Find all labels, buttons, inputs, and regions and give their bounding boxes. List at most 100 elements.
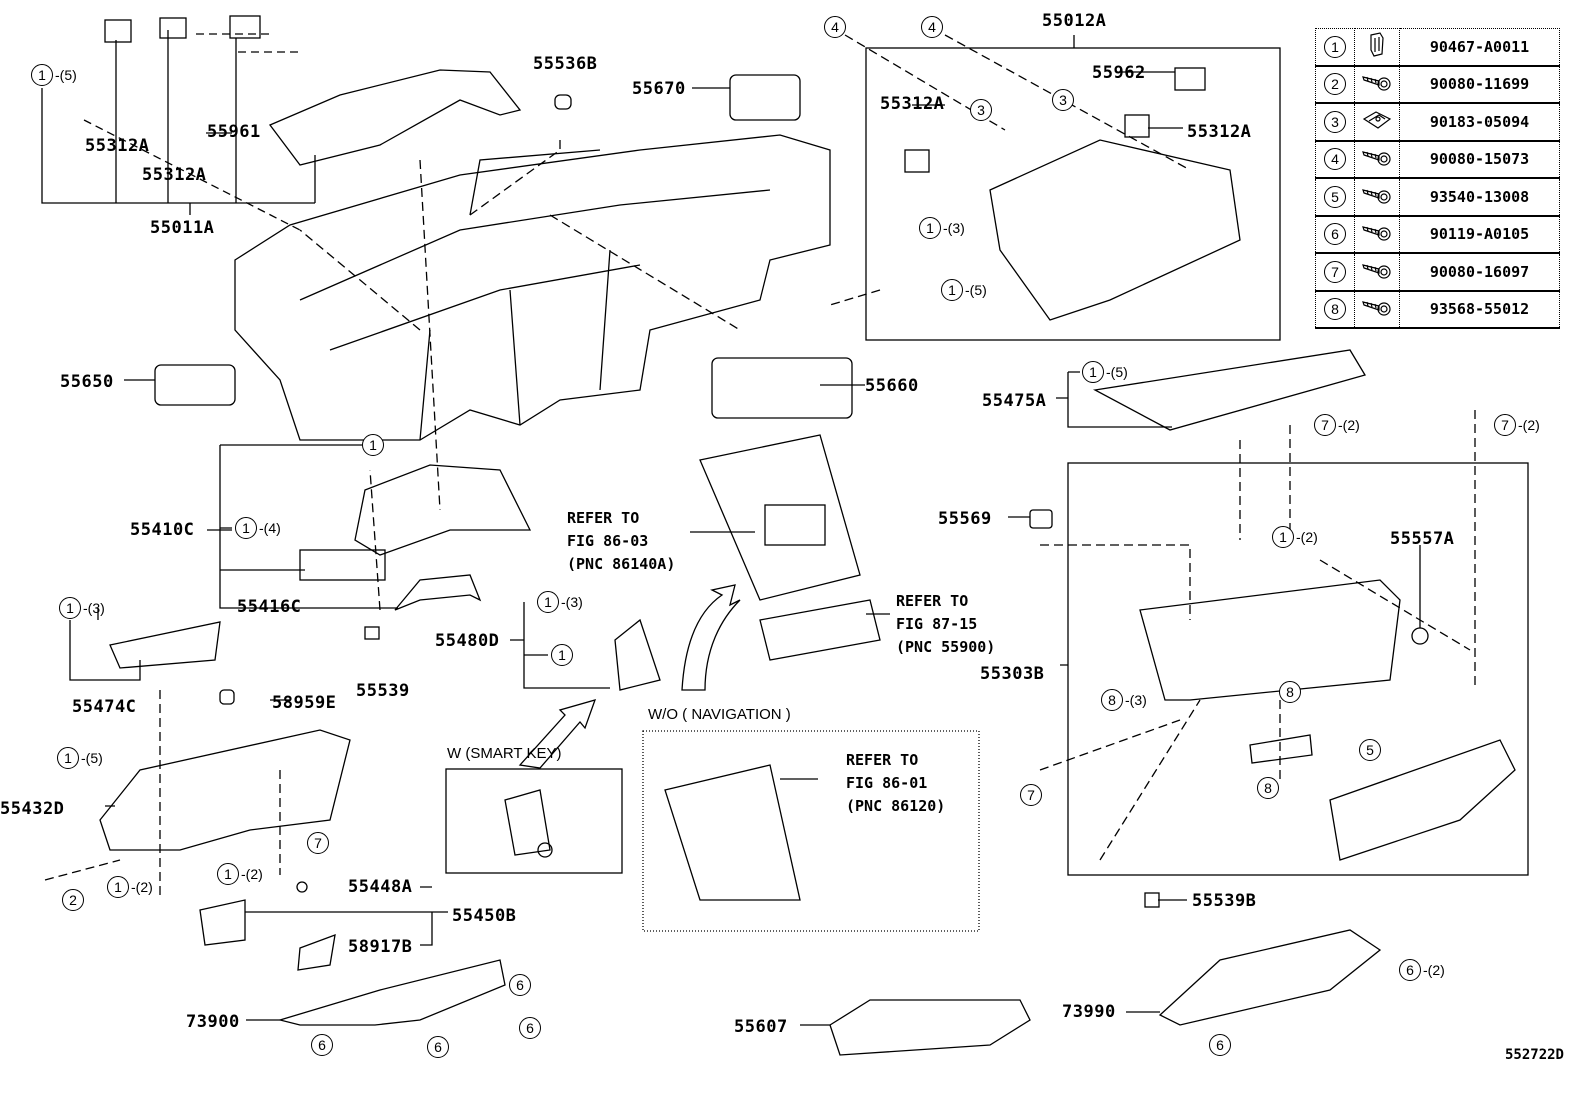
clip-icon bbox=[1354, 28, 1400, 66]
callout: 2 bbox=[62, 889, 86, 911]
refer-line: FIG 86-01 bbox=[846, 774, 928, 792]
part-label: 55450B bbox=[452, 906, 517, 926]
callout: 6-(2) bbox=[1399, 959, 1445, 981]
refer-line: REFER TO bbox=[846, 751, 919, 769]
callout-qty: -(2) bbox=[131, 879, 153, 895]
part-label: 55660 bbox=[865, 376, 919, 396]
without-navigation-box bbox=[642, 730, 980, 932]
callout-number: 7 bbox=[1020, 784, 1042, 806]
callout: 1-(3) bbox=[59, 597, 105, 619]
callout-qty: -(4) bbox=[259, 520, 281, 536]
fastener-number-cell: 2 bbox=[1315, 65, 1355, 104]
fastener-number: 7 bbox=[1324, 260, 1346, 283]
glovebox-panel-group-box bbox=[865, 47, 1281, 341]
callout-number: 1 bbox=[919, 217, 941, 239]
cluster-finish-panel bbox=[354, 464, 532, 556]
under-cover-55607 bbox=[829, 999, 1031, 1056]
bracket-55475A bbox=[1056, 371, 1172, 428]
part-label: 55410C bbox=[130, 520, 195, 540]
part-label: 55474C bbox=[72, 697, 137, 717]
callout: 8 bbox=[1257, 777, 1281, 799]
screw-icon bbox=[1354, 252, 1400, 291]
callout: 6 bbox=[311, 1034, 335, 1056]
callout: 1-(2) bbox=[217, 863, 263, 885]
part-label: 55569 bbox=[938, 509, 992, 529]
glovebox-door bbox=[1329, 739, 1516, 861]
part-label: 55539B bbox=[1192, 891, 1257, 911]
glovebox-frame-55303B bbox=[1139, 579, 1401, 701]
lower-panel-55432D bbox=[99, 729, 351, 851]
callout-number: 6 bbox=[1399, 959, 1421, 981]
callout-number: 1 bbox=[1272, 526, 1294, 548]
climate-control-panel bbox=[759, 599, 881, 661]
callout: 6 bbox=[427, 1036, 451, 1058]
cover-55450B bbox=[199, 899, 246, 946]
callout-number: 1 bbox=[59, 597, 81, 619]
fastener-number-cell: 5 bbox=[1315, 177, 1355, 216]
fastener-number-cell: 6 bbox=[1315, 215, 1355, 254]
solid-leader-lines bbox=[105, 71, 1421, 1026]
callout-number: 1 bbox=[941, 279, 963, 301]
center-cluster-panel bbox=[699, 434, 861, 601]
part-label: 55011A bbox=[150, 218, 215, 238]
clip-55448A bbox=[296, 881, 308, 893]
callout: 4 bbox=[921, 16, 945, 38]
instrument-panel-reinforcement bbox=[234, 134, 831, 441]
stopper-55557A bbox=[1411, 627, 1429, 645]
fastener-part-number: 93568-55012 bbox=[1399, 290, 1560, 329]
clip-55312A-a bbox=[104, 19, 132, 43]
callout: 1 bbox=[362, 434, 386, 456]
part-label: 58917B bbox=[348, 937, 413, 957]
under-cover-73990 bbox=[1158, 929, 1382, 1026]
callout-qty: -(2) bbox=[1338, 417, 1360, 433]
fastener-row: 7 90080-16097 bbox=[1315, 252, 1560, 291]
callout-qty: -(3) bbox=[943, 220, 965, 236]
callout-qty: -(2) bbox=[1518, 417, 1540, 433]
part-label: 55432D bbox=[0, 799, 65, 819]
part-label: 73990 bbox=[1062, 1002, 1116, 1022]
callout-number: 7 bbox=[307, 832, 329, 854]
callout-qty: -(5) bbox=[1106, 364, 1128, 380]
lower-panel-55012A bbox=[989, 139, 1241, 321]
figure-code: 552722D bbox=[1504, 1047, 1564, 1063]
callout-number: 6 bbox=[519, 1017, 541, 1039]
callout: 1-(2) bbox=[1272, 526, 1318, 548]
part-label: 55536B bbox=[533, 54, 598, 74]
part-label: 73900 bbox=[186, 1012, 240, 1032]
callout: 1-(5) bbox=[941, 279, 987, 301]
fastener-number-cell: 4 bbox=[1315, 140, 1355, 179]
fastener-part-number: 90080-15073 bbox=[1399, 140, 1560, 179]
part-label: 55416C bbox=[237, 597, 302, 617]
callout: 7-(2) bbox=[1314, 414, 1360, 436]
callout-number: 6 bbox=[427, 1036, 449, 1058]
callout-qty: -(2) bbox=[241, 866, 263, 882]
callout-number: 2 bbox=[62, 889, 84, 911]
clip-58959E bbox=[219, 689, 235, 705]
clip-55312A-b bbox=[159, 17, 187, 39]
under-cover-73900 bbox=[277, 959, 506, 1026]
refer-line: (PNC 86120) bbox=[846, 797, 946, 815]
dashed-leaders-center bbox=[299, 140, 881, 611]
fastener-number-cell: 8 bbox=[1315, 290, 1355, 329]
center-cluster-panel-no-nav bbox=[664, 764, 801, 901]
callout-number: 1 bbox=[107, 876, 129, 898]
fastener-number-cell: 3 bbox=[1315, 102, 1355, 141]
fastener-number-cell: 7 bbox=[1315, 252, 1355, 291]
smart-key-box bbox=[445, 768, 623, 874]
damper bbox=[1249, 734, 1313, 764]
fastener-number-cell: 1 bbox=[1315, 28, 1355, 66]
register-55961 bbox=[229, 15, 261, 39]
fastener-number: 8 bbox=[1324, 298, 1346, 321]
callout: 6 bbox=[519, 1017, 543, 1039]
screw-icon bbox=[1354, 290, 1400, 329]
fastener-part-number: 90119-A0105 bbox=[1399, 215, 1560, 254]
callout-qty: -(3) bbox=[83, 600, 105, 616]
part-label: 55303B bbox=[980, 664, 1045, 684]
bracket-55474C bbox=[69, 608, 141, 681]
fastener-number: 6 bbox=[1324, 223, 1346, 246]
callout-number: 6 bbox=[1209, 1034, 1231, 1056]
dashed-leaders-top-left bbox=[83, 33, 301, 231]
refer-line: (PNC 86140A) bbox=[567, 555, 676, 573]
callout-number: 6 bbox=[509, 974, 531, 996]
